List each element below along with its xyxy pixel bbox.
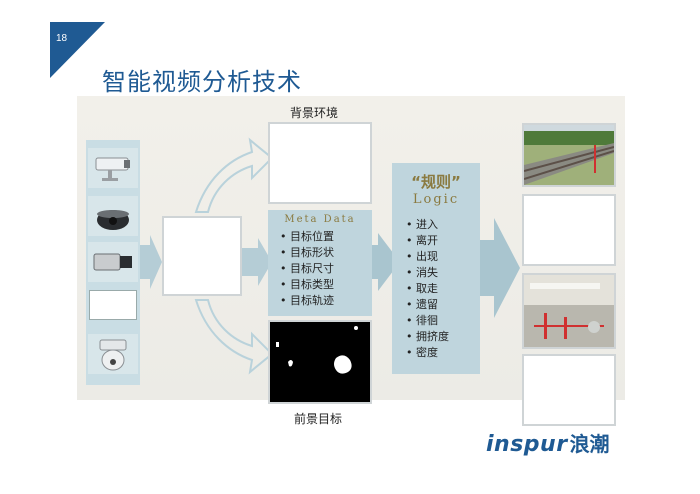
rule-item: 拥挤度	[406, 329, 480, 345]
background-frame	[268, 122, 372, 204]
rule-item: 出现	[406, 249, 480, 265]
rule-item: 消失	[406, 265, 480, 281]
output-frame-street	[522, 273, 616, 349]
rule-item: 进入	[406, 217, 480, 233]
meta-data-item: 目标类型	[280, 277, 372, 293]
foreground-frame	[268, 320, 372, 404]
meta-data-list: 目标位置目标形状目标尺寸目标类型目标轨迹	[280, 229, 372, 309]
meta-data-item: 目标形状	[280, 245, 372, 261]
street-scene	[524, 275, 614, 347]
rules-subheading: Logic	[412, 192, 460, 207]
meta-data-item: 目标轨迹	[280, 293, 372, 309]
rules-heading: “规则”	[411, 173, 461, 191]
arrow-rules-to-outputs	[480, 218, 520, 318]
arrow-meta-to-rules	[368, 233, 400, 291]
meta-data-item: 目标位置	[280, 229, 372, 245]
logo-text-en: inspur	[486, 432, 568, 457]
logo-text-cn: 浪潮	[569, 432, 610, 456]
rule-item: 取走	[406, 281, 480, 297]
box-camera-icon	[88, 242, 138, 282]
rules-list: 进入离开出现消失取走遗留徘徊拥挤度密度	[406, 217, 480, 361]
rule-item: 密度	[406, 345, 480, 361]
rule-item: 遗留	[406, 297, 480, 313]
output-frame-railway	[522, 123, 616, 187]
foreground-label: 前景目标	[294, 412, 343, 426]
arrow-cameras-to-input	[140, 235, 162, 289]
rules-box: “规则” Logic 进入离开出现消失取走遗留徘徊拥挤度密度	[392, 163, 480, 374]
page-corner-badge	[50, 22, 105, 78]
arrow-to-foreground	[194, 299, 274, 375]
output-frame-blank-2	[522, 354, 616, 426]
railway-scene	[523, 125, 615, 185]
arrow-input-to-meta	[240, 238, 272, 286]
meta-data-heading: Meta Data	[284, 214, 356, 225]
rule-item: 离开	[406, 233, 480, 249]
monitor-frame-thumbnail	[89, 290, 137, 320]
foreground-blobs	[276, 326, 358, 374]
ptz-dome-camera-icon	[88, 334, 138, 374]
meta-data-item: 目标尺寸	[280, 261, 372, 277]
dome-camera-icon	[88, 196, 138, 236]
meta-data-box: Meta Data 目标位置目标形状目标尺寸目标类型目标轨迹	[268, 210, 372, 316]
page-number: 18	[56, 33, 68, 44]
bullet-camera-icon	[88, 148, 138, 188]
background-label: 背景环境	[290, 106, 339, 120]
rule-item: 徘徊	[406, 313, 480, 329]
arrow-to-background	[194, 137, 274, 213]
page-title: 智能视频分析技术	[102, 68, 302, 96]
input-video-frame	[162, 216, 242, 296]
output-frame-blank-1	[522, 194, 616, 266]
